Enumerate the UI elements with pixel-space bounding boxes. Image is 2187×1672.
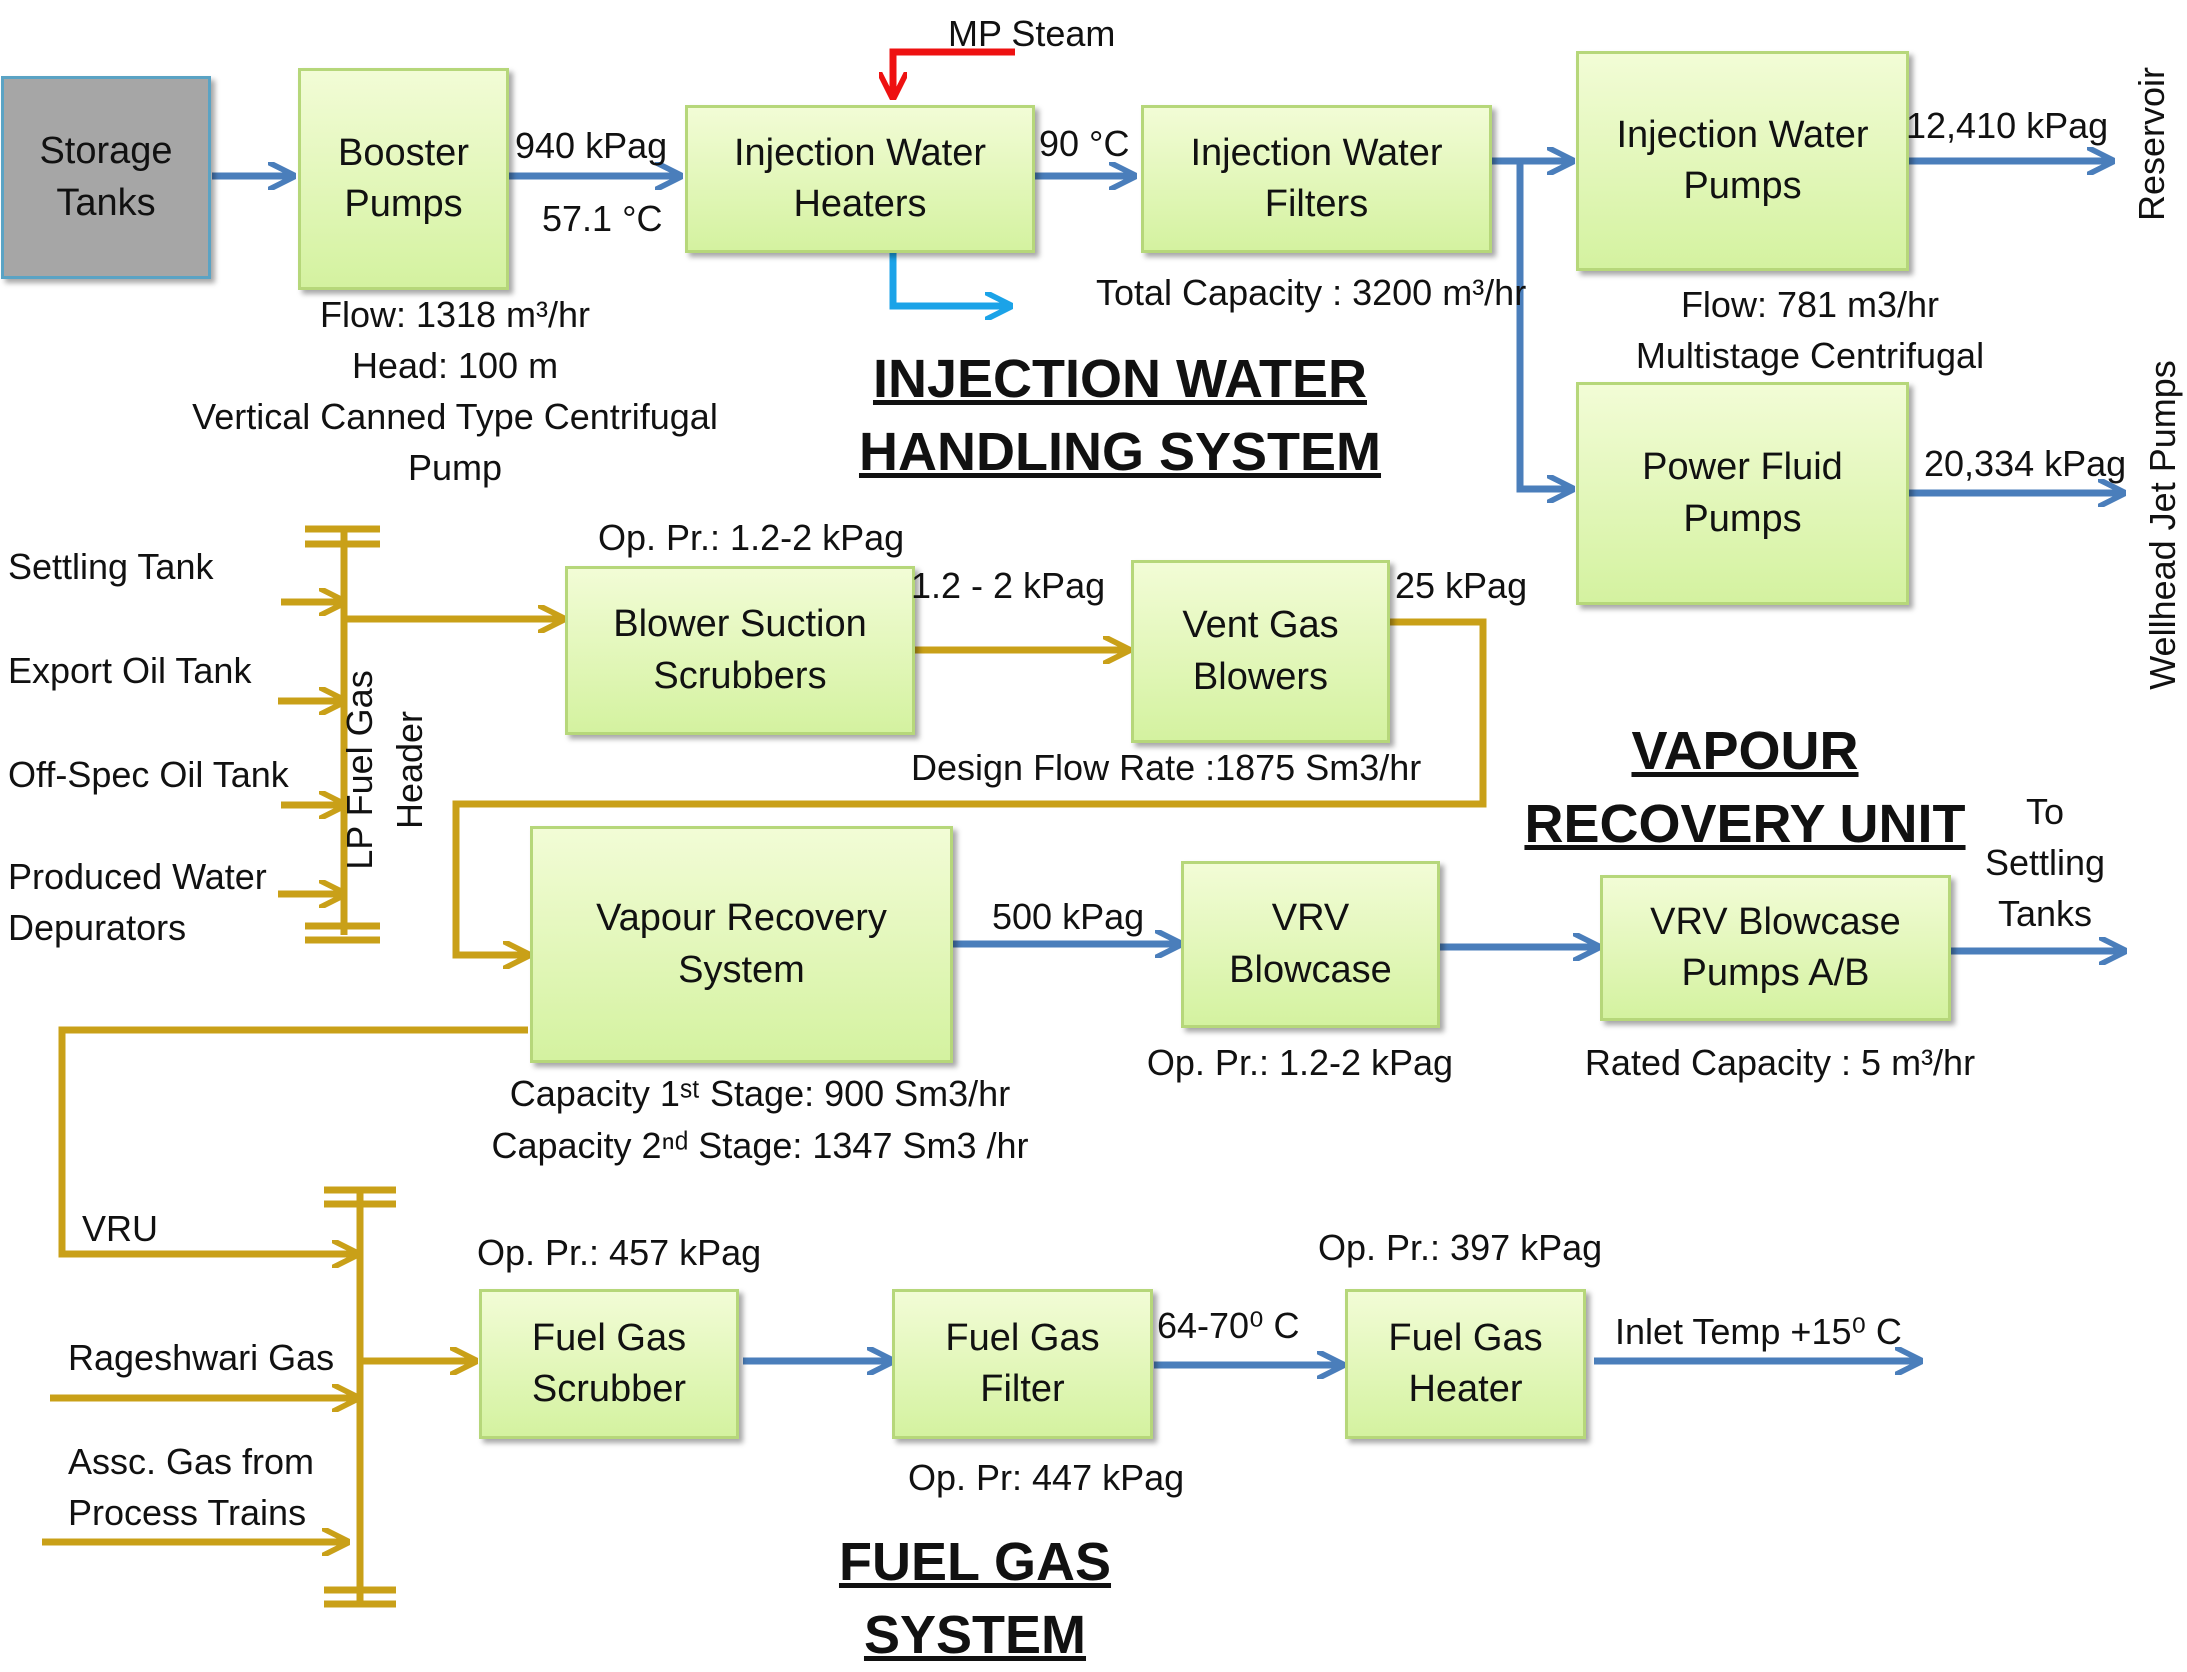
booster-pumps-box: Booster Pumps [298,68,509,290]
vrs-capacity-1st-stage: Capacity 1ˢᵗ Stage: 900 Sm3/hr [509,1073,1011,1114]
blower-suction-scrubbers-label: Blower Suction Scrubbers [613,603,867,697]
booster-outlet-pressure: 940 kPag [515,125,668,166]
fuel-gas-filter-op-pressure: Op. Pr: 447 kPag [908,1457,1185,1498]
vrv-blowcase-pumps-label: VRV Blowcase Pumps A/B [1650,900,1901,994]
booster-pumps-label: Booster Pumps [338,131,469,225]
blowcase-operating-pressure: Op. Pr.: 1.2-2 kPag [1146,1042,1454,1083]
arrow-filters-to-power-fluid [1516,161,1572,489]
blower-design-flow: Design Flow Rate :1875 Sm3/hr [911,747,1422,788]
rageshwari-gas-label: Rageshwari Gas [68,1337,335,1378]
wellhead-jet-pumps-label: Wellhead Jet Pumps [2142,360,2183,690]
blower-outlet-pressure: 25 kPag [1395,565,1528,606]
lp-fuel-gas-header-label: LP Fuel Gas Header [339,670,431,870]
arrow-mp-steam [893,48,1015,97]
export-oil-tank-label: Export Oil Tank [8,650,252,691]
injection-water-heaters-box: Injection Water Heaters [685,105,1035,253]
arrow-heater-bypass [889,252,1010,306]
scrubber-outlet-pressure: 1.2 - 2 kPag [911,565,1106,606]
to-settling-tanks-label: To Settling Tanks [1984,791,2106,935]
vrv-blowcase-pumps-box: VRV Blowcase Pumps A/B [1600,875,1951,1021]
fuel-gas-scrubber-label: Fuel Gas Scrubber [531,1316,687,1410]
injection-water-pumps-label: Injection Water Pumps [1616,113,1869,207]
fuel-gas-filter-label: Fuel Gas Filter [945,1316,1100,1410]
offspec-oil-tank-label: Off-Spec Oil Tank [8,754,289,795]
vent-gas-blowers-box: Vent Gas Blowers [1131,560,1390,743]
storage-tanks-label: Storage Tanks [39,130,173,224]
blowcase-pump-rated-capacity: Rated Capacity : 5 m³/hr [1584,1042,1976,1083]
vrv-blowcase-label: VRV Blowcase [1229,897,1392,991]
vent-gas-blowers-label: Vent Gas Blowers [1182,604,1339,698]
fuel-gas-heater-op-pressure: Op. Pr.: 397 kPag [1318,1227,1603,1268]
heater-inlet-temperature: Inlet Temp +15⁰ C [1615,1311,1902,1352]
inj-pump-specs: Flow: 781 m3/hr Multistage Centrifugal [1635,284,1985,377]
fuel-gas-scrubber-box: Fuel Gas Scrubber [479,1289,739,1439]
blower-suction-scrubbers-box: Blower Suction Scrubbers [565,566,915,735]
vrs-capacity-2nd-stage: Capacity 2ⁿᵈ Stage: 1347 Sm3 /hr [491,1125,1029,1166]
vrv-blowcase-box: VRV Blowcase [1181,861,1440,1028]
filter-outlet-temperature: 64-70⁰ C [1157,1305,1300,1346]
fuel-gas-heading: FUEL GAS SYSTEM [838,1532,1112,1665]
booster-pump-specs: Flow: 1318 m³/hr Head: 100 m Vertical Ca… [192,294,718,489]
mp-steam-label: MP Steam [948,13,1116,54]
power-fluid-pumps-label: Power Fluid Pumps [1642,446,1843,540]
settling-tank-label: Settling Tank [8,546,214,587]
vru-label: VRU [82,1208,159,1249]
scrubber-operating-pressure: Op. Pr.: 1.2-2 kPag [598,517,905,558]
injection-water-heading: INJECTION WATER HANDLING SYSTEM [858,349,1382,482]
vapour-recovery-heading: VAPOUR RECOVERY UNIT [1524,721,1966,854]
injection-water-heaters-label: Injection Water Heaters [733,131,987,225]
vapour-recovery-system-label: Vapour Recovery System [596,897,887,991]
assc-gas-label: Assc. Gas from Process Trains [68,1441,315,1534]
power-fluid-discharge-pressure: 20,334 kPag [1924,443,2127,484]
reservoir-label: Reservoir [2131,66,2172,222]
vrs-outlet-pressure: 500 kPag [992,896,1145,937]
injection-water-filters-box: Injection Water Filters [1141,105,1492,253]
filter-total-capacity: Total Capacity : 3200 m³/hr [1096,272,1527,313]
power-fluid-pumps-box: Power Fluid Pumps [1576,382,1909,605]
fuel-gas-filter-box: Fuel Gas Filter [892,1289,1153,1439]
booster-outlet-temperature: 57.1 °C [542,198,663,239]
vapour-recovery-system-box: Vapour Recovery System [530,826,953,1063]
arrow-blowers-to-vrs [452,618,1487,955]
injection-water-pumps-box: Injection Water Pumps [1576,51,1909,271]
heater-outlet-temperature: 90 °C [1039,123,1130,164]
fuel-gas-scrubber-op-pressure: Op. Pr.: 457 kPag [477,1232,762,1273]
flow-lines [42,48,2187,1608]
fuel-gas-heater-box: Fuel Gas Heater [1345,1289,1586,1439]
injection-water-filters-label: Injection Water Filters [1190,131,1443,225]
arrow-vrs-to-vru-header [58,1026,528,1254]
storage-tanks-box: Storage Tanks [1,76,211,279]
fuel-gas-heater-label: Fuel Gas Heater [1388,1316,1543,1410]
inj-pump-discharge-pressure: 12,410 kPag [1906,105,2109,146]
produced-water-depurators-label: Produced Water Depurators [8,856,267,949]
